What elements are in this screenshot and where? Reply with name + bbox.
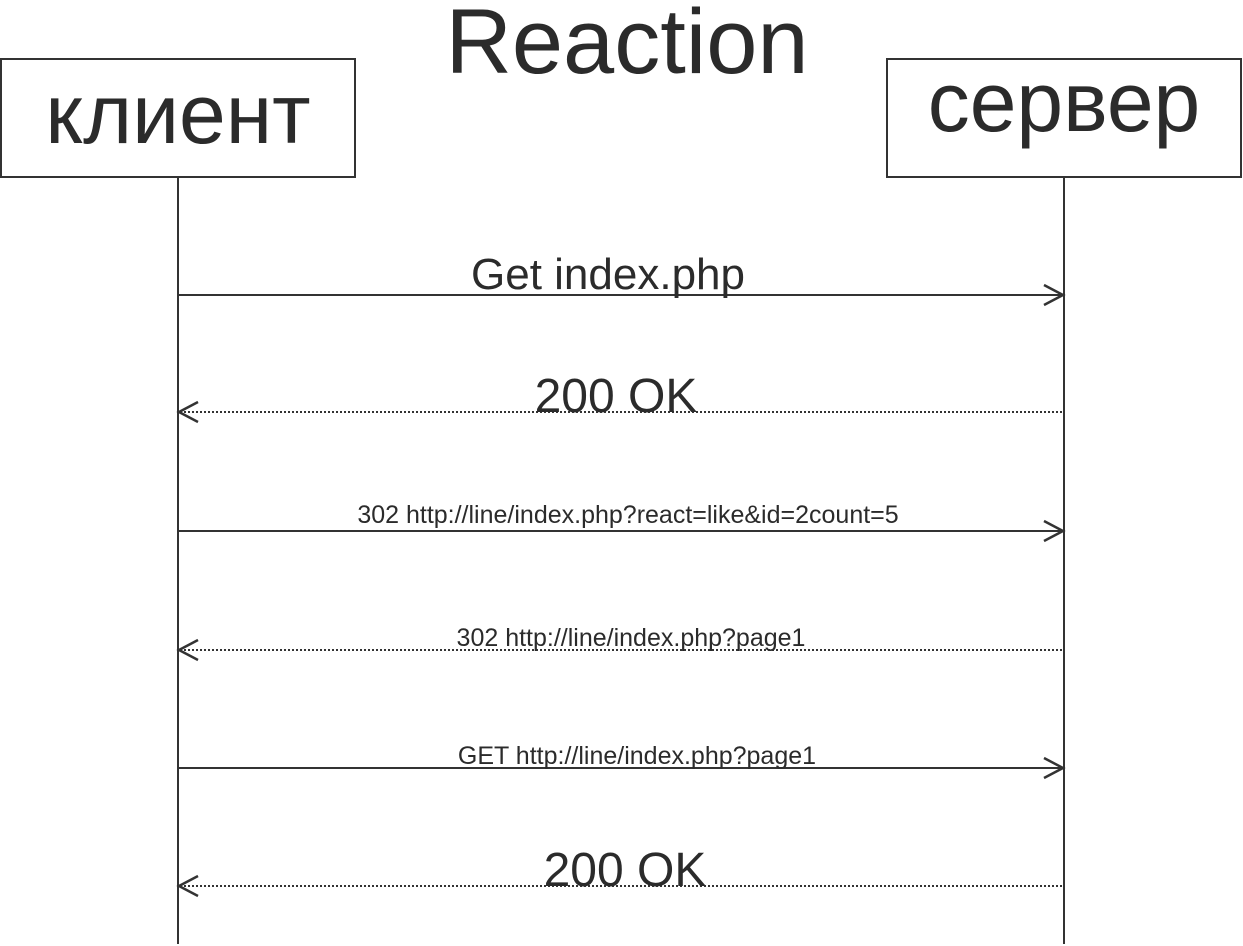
actor-server: сервер — [886, 55, 1242, 178]
arrowhead-left-icon — [176, 400, 199, 424]
message-label: Get index.php — [471, 250, 745, 299]
actor-server-label: сервер — [928, 55, 1201, 149]
actor-server-box — [886, 58, 1242, 178]
message-label: 302 http://line/index.php?react=like&id=… — [357, 501, 898, 529]
message-4: 302 http://line/index.php?page1 — [176, 624, 1064, 662]
actor-client-label: клиент — [45, 67, 310, 161]
arrowhead-right-icon — [1043, 283, 1066, 307]
arrowhead-right-icon — [1043, 519, 1066, 543]
actor-client-box — [0, 58, 356, 178]
arrowhead-left-icon — [176, 638, 199, 662]
message-label: 302 http://line/index.php?page1 — [457, 624, 806, 652]
arrowhead-left-icon — [176, 874, 199, 898]
diagram-title: Reaction — [445, 0, 808, 93]
message-5: GET http://line/index.php?page1 — [178, 742, 1066, 780]
message-label: 200 OK — [544, 844, 707, 897]
message-6: 200 OK — [176, 844, 1064, 898]
actor-client: клиент — [0, 58, 356, 178]
message-2: 200 OK — [176, 370, 1064, 424]
message-label: 200 OK — [535, 370, 698, 423]
message-label: GET http://line/index.php?page1 — [458, 742, 816, 770]
arrowhead-right-icon — [1043, 756, 1066, 780]
message-1: Get index.php — [178, 250, 1066, 307]
message-3: 302 http://line/index.php?react=like&id=… — [178, 501, 1066, 543]
